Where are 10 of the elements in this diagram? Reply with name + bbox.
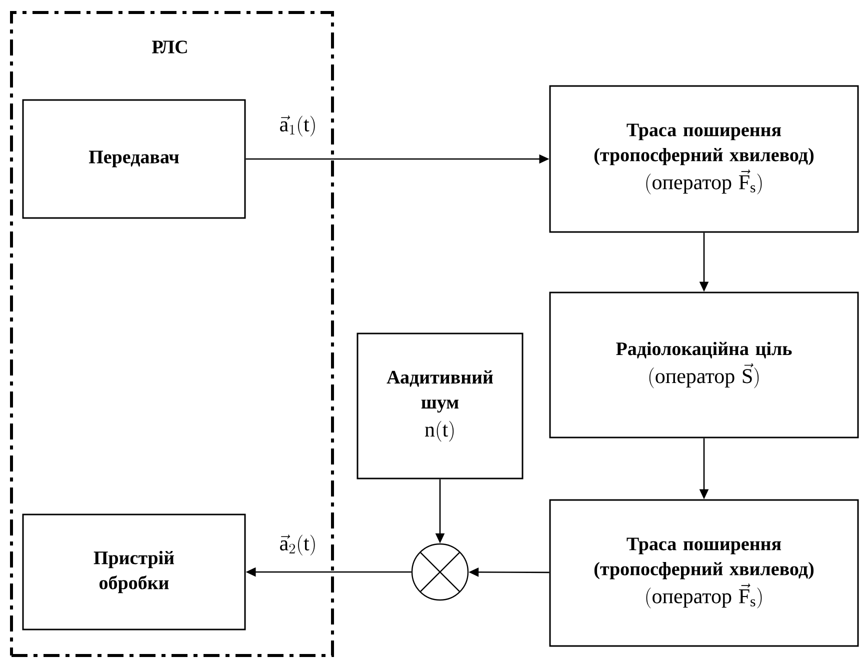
process-box: Траса поширення (тропосферний хвилевод) $(\mbox{оператор }\vec{\mathrm{F}}_{\mathrm{s}})$ xyxy=(549,499,859,647)
frame-title: РЛС xyxy=(152,40,187,54)
edge-label: $\vec{\mathrm{a}}_2(\mathrm{t})$ xyxy=(278,534,318,556)
multiplier-circle xyxy=(411,543,469,601)
edge-label: $\vec{\mathrm{a}}_1(\mathrm{t})$ xyxy=(278,114,318,138)
process-box: Аадитивний шум $\mathrm{n}(\mathrm{t})$ xyxy=(356,332,524,480)
process-box: Пристрій обробки xyxy=(22,514,246,630)
process-box: Траса поширення (тропосферний хвилевод) $(\mbox{оператор }\vec{\mathrm{F}}_{\mathrm{s}})$ xyxy=(549,85,859,233)
process-box: Радіолокаційна ціль $(\mbox{оператор }\vec{\mathrm{S}})$ xyxy=(549,292,859,438)
process-box: Передавач xyxy=(22,99,246,219)
